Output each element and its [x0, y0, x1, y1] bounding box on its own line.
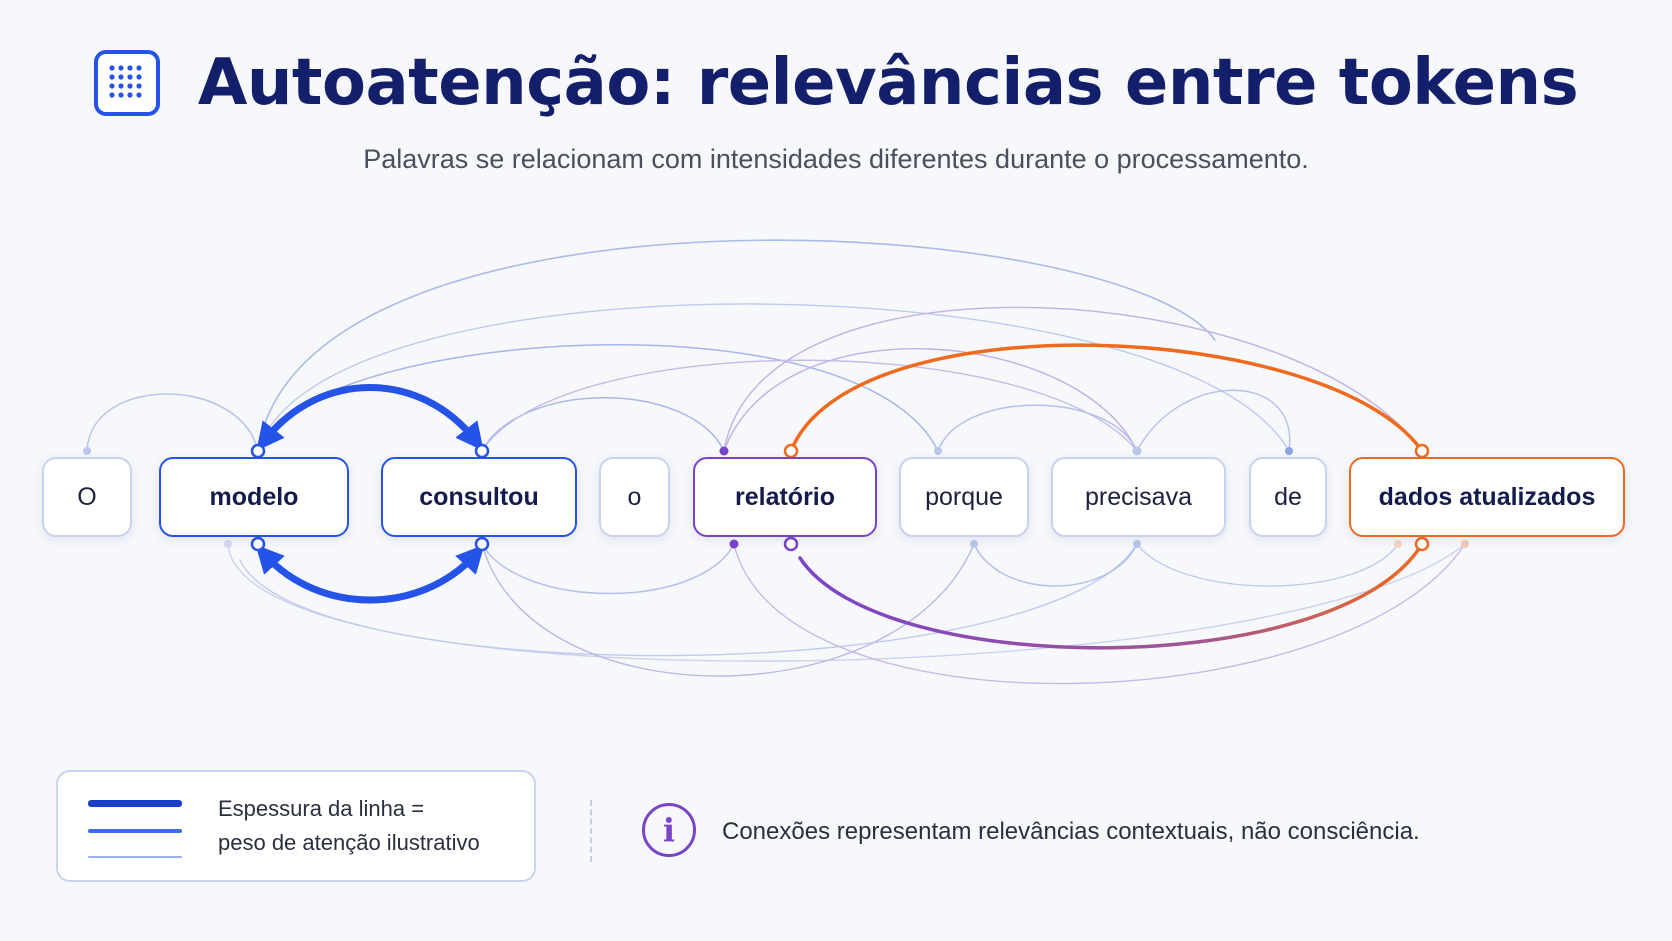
faint-lower-arcs	[227, 543, 1466, 685]
page-subtitle: Palavras se relacionam com intensidades …	[363, 144, 1309, 174]
arc-low-precisava-dados	[1136, 543, 1399, 587]
token-modelo: modelo	[159, 457, 349, 537]
arc-precisava-dados	[1136, 389, 1291, 452]
arc-strong-relatorio-dados-top	[789, 343, 1424, 453]
token-de: de	[1249, 457, 1327, 537]
info-note: Conexões representam relevâncias context…	[722, 818, 1420, 845]
arc-low-modelo-precisava	[239, 543, 1138, 657]
token-precisava: precisava	[1051, 457, 1226, 537]
arc-low-consultou-relatorio	[481, 543, 735, 595]
arc-consultou-precisava	[481, 359, 1138, 452]
info-icon: i	[642, 803, 696, 857]
arc-porque-precisava	[937, 404, 1138, 452]
arc-low-modelo-dados	[227, 543, 1466, 662]
faint-upper-arcs	[86, 239, 1423, 452]
divider	[590, 800, 592, 862]
token-relatorio: relatório	[693, 457, 877, 537]
attention-grid-icon	[93, 50, 160, 116]
token-porque: porque	[899, 457, 1029, 537]
token-o-lower: o	[599, 457, 670, 537]
legend-line-2: peso de atenção ilustrativo	[218, 830, 480, 855]
legend-line-1: Espessura da linha =	[218, 796, 425, 821]
token-consultou: consultou	[381, 457, 577, 537]
strong-arcs	[255, 343, 1424, 650]
legend-thin-line	[88, 856, 182, 858]
arc-consultou-relatorio	[481, 397, 725, 452]
legend-medium-line	[88, 829, 182, 833]
token-o-upper: O	[42, 457, 132, 537]
legend-thick-line	[88, 800, 182, 807]
arc-relatorio-dados	[723, 306, 1423, 452]
arc-o-modelo	[86, 393, 259, 452]
arc-strong-modelo-consultou-top	[256, 384, 484, 452]
arc-modelo-de	[257, 303, 1290, 452]
arc-low-porque-precisava	[973, 543, 1138, 587]
title-row: Autoatenção: relevâncias entre tokens	[0, 46, 1672, 120]
arc-strong-modelo-consultou-bottom	[255, 544, 485, 604]
arc-strong-relatorio-dados-bottom	[798, 542, 1424, 650]
page-title: Autoatenção: relevâncias entre tokens	[197, 46, 1579, 120]
arc-low-consultou-porque	[481, 543, 975, 677]
arc-low-relatorio-dados	[733, 543, 1466, 685]
legend: Espessura da linha = peso de atenção ilu…	[56, 770, 536, 882]
token-dados-atualizados: dados atualizados	[1349, 457, 1625, 537]
arc-relatorio-precisava	[723, 348, 1138, 452]
legend-text: Espessura da linha = peso de atenção ilu…	[218, 792, 480, 860]
arc-modelo-dados-high	[257, 239, 1216, 452]
